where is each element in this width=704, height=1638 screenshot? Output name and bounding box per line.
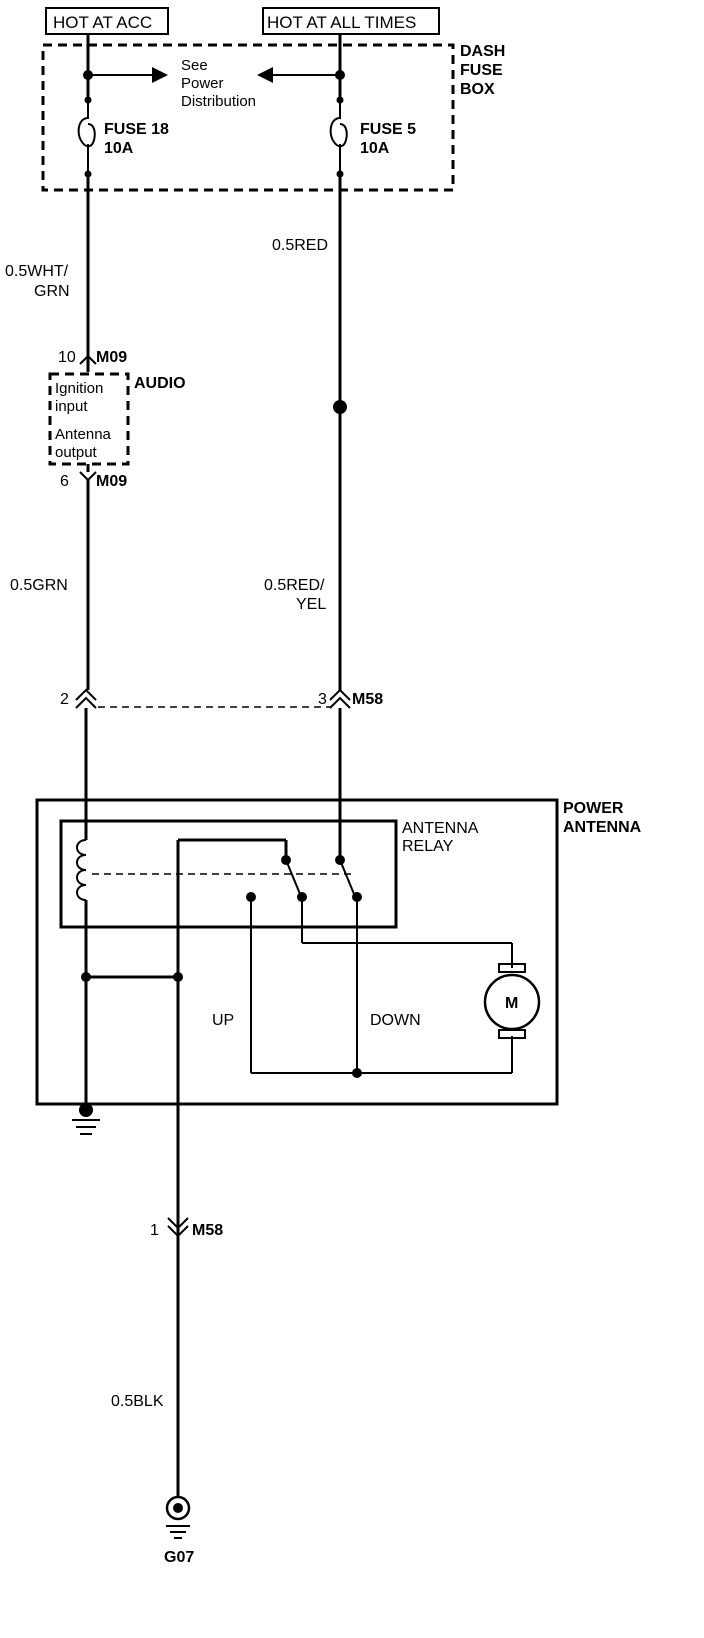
m58-pin-2: 2 — [60, 691, 69, 708]
connector-m58-pin1-icon — [167, 1217, 189, 1230]
fuse-18-icon — [77, 100, 96, 174]
antenna-motor-icon — [483, 973, 541, 1031]
case-ground-icon — [72, 1103, 100, 1135]
audio-pin-top: 10 — [58, 349, 76, 366]
power-antenna-label-1: POWER — [563, 800, 624, 817]
up-label: UP — [212, 1012, 234, 1029]
connector-m58-pin3-icon — [329, 688, 351, 701]
wire-label-red-yel-2: YEL — [296, 596, 326, 613]
dash-fuse-box-outline — [41, 43, 455, 192]
connector-m09-bottom-icon — [79, 471, 97, 482]
ignition-input-1: Ignition — [55, 380, 103, 397]
dash-fuse-box-label-2: FUSE — [460, 62, 503, 79]
connector-m58-pin2-icon — [75, 688, 97, 701]
relay-switch-right-icon — [339, 859, 355, 895]
audio-conn-bottom: M09 — [96, 473, 127, 490]
wire-label-red: 0.5RED — [272, 237, 328, 254]
audio-pin-bottom: 6 — [60, 473, 69, 490]
antenna-relay-box — [59, 819, 398, 929]
wire-label-wht-grn-1: 0.5WHT/ — [5, 263, 69, 280]
wire-label-blk: 0.5BLK — [111, 1393, 164, 1410]
see-note-3: Distribution — [181, 93, 256, 110]
power-antenna-box — [35, 798, 559, 1106]
m58-ground-name: M58 — [192, 1222, 223, 1239]
see-note-1: See — [181, 57, 208, 74]
antenna-relay-label-1: ANTENNA — [402, 820, 479, 837]
ground-g07-label: G07 — [164, 1549, 194, 1566]
down-label: DOWN — [370, 1012, 421, 1029]
power-antenna-label-2: ANTENNA — [563, 819, 642, 836]
svg-text:HOT AT ACC: HOT AT ACC — [53, 13, 152, 32]
wire-label-wht-grn-2: GRN — [34, 283, 70, 300]
dash-fuse-box-label-1: DASH — [460, 43, 505, 60]
svg-text:HOT AT ALL TIMES: HOT AT ALL TIMES — [267, 13, 416, 32]
ignition-input-2: input — [55, 398, 88, 415]
wire-label-red-yel-1: 0.5RED/ — [264, 577, 325, 594]
audio-unit-outline — [48, 372, 130, 466]
m58-pin-1: 1 — [150, 1222, 159, 1239]
dash-fuse-box-label-3: BOX — [460, 81, 495, 98]
audio-conn-top: M09 — [96, 349, 127, 366]
hot-at-all-times-label: HOT AT ALL TIMES — [262, 7, 440, 35]
m58-name: M58 — [352, 691, 383, 708]
antenna-output-2: output — [55, 444, 98, 461]
fuse-18-name: FUSE 18 — [104, 121, 169, 138]
fuse-18-rating: 10A — [104, 140, 134, 157]
relay-switch-left-icon — [285, 859, 301, 895]
antenna-output-1: Antenna — [55, 426, 112, 443]
hot-at-acc-label: HOT AT ACC — [45, 7, 169, 35]
fuse-5-rating: 10A — [360, 140, 390, 157]
relay-coil-icon — [76, 839, 87, 901]
wire-label-grn: 0.5GRN — [10, 577, 68, 594]
fuse-5-icon — [329, 100, 348, 174]
motor-label: M — [505, 995, 518, 1012]
m58-pin-3: 3 — [318, 691, 327, 708]
fuse-5-name: FUSE 5 — [360, 121, 416, 138]
arrow-left-icon — [257, 67, 273, 83]
see-note-2: Power — [181, 75, 224, 92]
ground-g07-icon — [165, 1495, 191, 1539]
antenna-relay-label-2: RELAY — [402, 838, 454, 855]
audio-label: AUDIO — [134, 375, 186, 392]
arrow-right-icon — [152, 67, 168, 83]
